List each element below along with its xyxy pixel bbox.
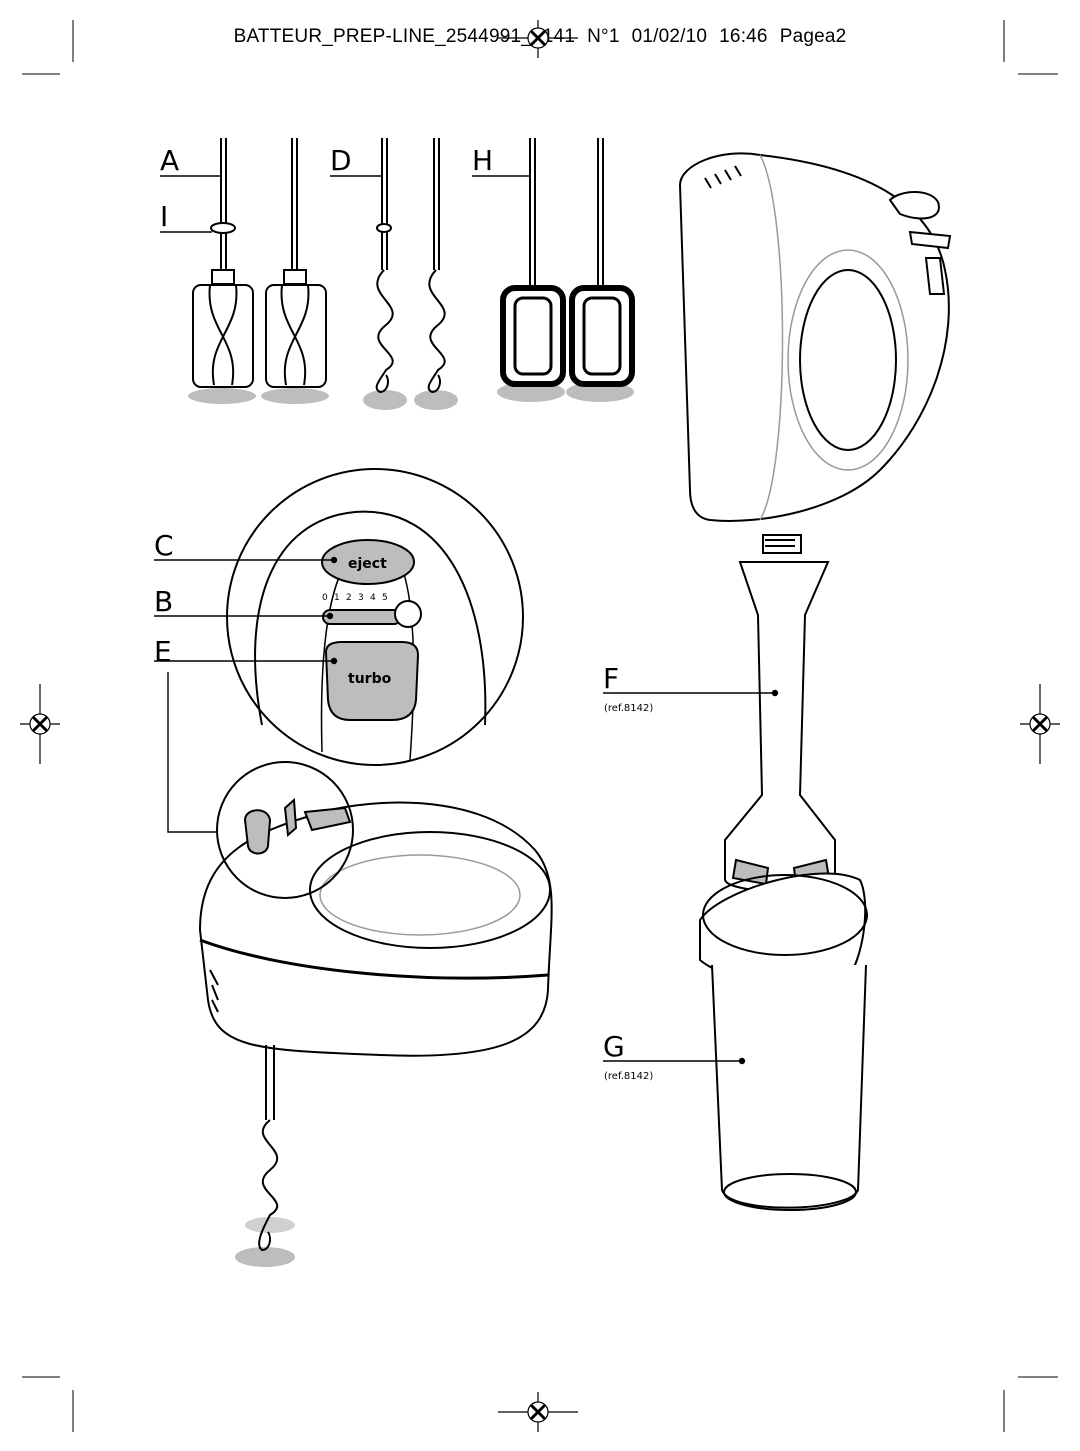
label-i: I (160, 200, 168, 233)
eject-button (321, 539, 415, 585)
mixer-dough-hook (235, 1045, 295, 1267)
ref-f: (ref.8142) (604, 703, 653, 714)
beater-a-left (192, 138, 254, 388)
speed-slider (322, 609, 402, 625)
registration-mark-top (498, 20, 578, 58)
label-b: B (154, 585, 173, 618)
blender-beaker (699, 872, 868, 1211)
turbo-text: turbo (348, 671, 392, 687)
turbo-button (324, 641, 420, 721)
label-g: G (603, 1030, 625, 1063)
label-f: F (603, 662, 619, 695)
registration-mark-bottom (498, 1392, 578, 1432)
whisk-right (569, 138, 635, 387)
speed-1: 1 (334, 593, 340, 603)
eject-text: eject (348, 556, 387, 572)
blender-shaft (724, 534, 836, 893)
registration-mark-left (20, 684, 60, 764)
speed-2: 2 (346, 593, 352, 603)
print-slug: BATTEUR_PREP-LINE_2544991_8141 N°1 01/02/1… (0, 26, 1080, 48)
page-number: N°1 (587, 26, 620, 47)
ref-g: (ref.8142) (604, 1071, 653, 1082)
whisk-left (500, 138, 566, 387)
print-time: 16:46 (719, 26, 768, 47)
label-d: D (330, 144, 352, 177)
mixer-motor-unit (678, 152, 952, 522)
speed-scale: 0 1 2 3 4 5 (322, 593, 388, 603)
speed-3: 3 (358, 593, 364, 603)
dough-hook-left (375, 138, 394, 394)
hand-mixer (198, 801, 553, 1057)
speed-0: 0 (322, 593, 328, 603)
beater-shadows (188, 382, 634, 410)
beater-a-right (265, 138, 327, 388)
dough-hook-right (427, 138, 446, 394)
speed-4: 4 (370, 593, 376, 603)
mixer-button-zoom (216, 761, 354, 899)
label-c: C (154, 529, 174, 562)
registration-mark-right (1020, 684, 1060, 764)
doc-name: BATTEUR_PREP-LINE_2544991_8141 (233, 26, 576, 47)
speed-knob (394, 600, 422, 628)
label-e: E (154, 635, 172, 668)
crop-marks (22, 20, 1058, 1432)
page-label: Pagea2 (779, 26, 847, 47)
label-a: A (160, 144, 179, 177)
speed-5: 5 (382, 593, 388, 603)
label-h: H (472, 144, 493, 177)
print-date: 01/02/10 (631, 26, 708, 47)
